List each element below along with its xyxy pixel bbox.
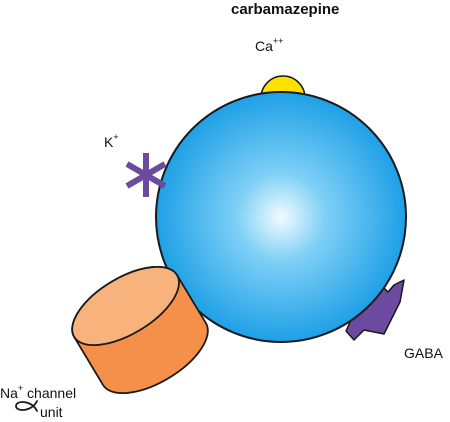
sodium-unit-label: unit: [40, 404, 63, 420]
sodium-label-charge: +: [17, 383, 24, 394]
asterisk-icon: [125, 153, 167, 197]
diagram-title: carbamazepine: [231, 1, 340, 18]
gaba-label: GABA: [404, 345, 443, 361]
potassium-label: K+: [104, 132, 119, 150]
sodium-label-base: Na: [0, 385, 18, 401]
alpha-icon: [15, 400, 38, 412]
calcium-label: Ca++: [255, 36, 284, 54]
sodium-label-rest: channel: [23, 385, 77, 401]
sodium-channel: [71, 265, 209, 395]
calcium-label-base: Ca: [255, 38, 273, 54]
potassium-label-base: K: [104, 134, 114, 150]
sodium-label: Na+ channel: [0, 383, 77, 401]
potassium-label-charge: +: [113, 132, 119, 143]
calcium-label-charge: ++: [272, 36, 284, 47]
neuron-body: [155, 91, 407, 343]
